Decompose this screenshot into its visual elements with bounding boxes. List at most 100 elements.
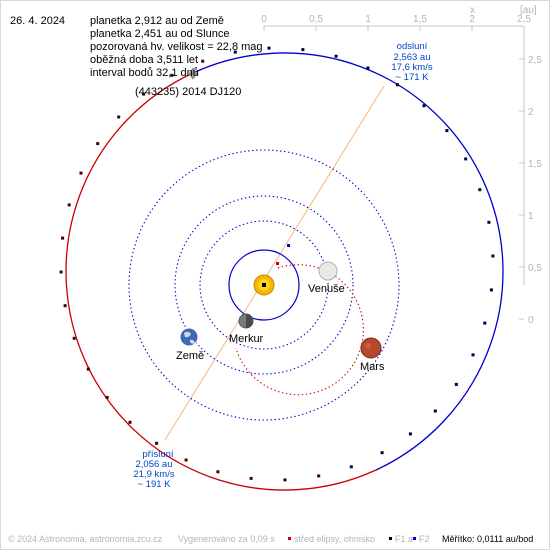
earth-land — [184, 331, 195, 344]
orbit-point-marker — [79, 171, 83, 175]
perihelion-title: přísluní — [142, 449, 174, 460]
orbit-point-marker — [445, 129, 449, 133]
orbit-point-marker — [454, 382, 458, 386]
mars-label: Mars — [360, 361, 385, 373]
orbit-point-marker — [489, 288, 493, 292]
top-axis-tick-label: 1 — [365, 14, 371, 25]
right-axis-tick-label: 0 — [528, 315, 534, 326]
mercury-shade — [246, 314, 253, 328]
sun-focus-marker — [262, 283, 266, 287]
footer: © 2024 Astronomia, astronomia.zcu.cz Vyg… — [8, 534, 533, 544]
orbit-point-marker — [96, 142, 100, 146]
orbit-point-marker — [86, 367, 90, 371]
orbit-point-marker — [380, 451, 384, 455]
orbit-point-marker — [142, 92, 146, 96]
orbit-point-marker — [334, 54, 338, 58]
mars-body — [360, 337, 382, 359]
orbit-point-marker — [491, 254, 495, 258]
apsis-line — [164, 85, 385, 441]
earth-body — [179, 327, 199, 347]
orbit-point-marker — [59, 270, 63, 274]
mercury-body — [238, 313, 254, 329]
orbit-point-marker — [233, 50, 237, 54]
aphelion-label: odsluní 2,563 au 17,6 km/s ~ 171 K — [391, 41, 432, 83]
orbit-point-marker — [366, 66, 370, 70]
right-axis-tick-label: 0,5 — [528, 263, 542, 274]
orbit-point-marker — [201, 59, 205, 63]
right-axis-tick-label: 2,5 — [528, 55, 542, 66]
mars-orbit-near-part — [235, 264, 364, 396]
legend-f1-swatch — [389, 537, 392, 540]
perihelion-temp: ~ 191 K — [137, 479, 171, 490]
info-line: planetka 2,451 au od Slunce — [90, 28, 229, 40]
venus-label: Venuše — [308, 283, 345, 295]
mars-spot — [365, 343, 371, 349]
right-axis-tick-label: 1,5 — [528, 159, 542, 170]
aphelion-title: odsluní — [397, 41, 428, 52]
earth-orbit — [174, 195, 354, 375]
perihelion-distance: 2,056 au — [136, 459, 173, 470]
venus-body — [318, 261, 338, 281]
aphelion-speed: 17,6 km/s — [391, 62, 432, 73]
legend-f2-label: F2 — [419, 534, 430, 544]
orbit-point-marker — [105, 395, 109, 399]
aphelion-temp: ~ 171 K — [395, 72, 429, 83]
top-axis-tick-label: 0,5 — [309, 14, 323, 25]
aphelion-distance: 2,563 au — [394, 52, 431, 63]
mercury-orbit — [228, 249, 300, 321]
top-axis-tick-label: 1,5 — [413, 14, 427, 25]
orbit-point-marker — [471, 353, 475, 357]
scale-label: Měřítko: 0,0111 au/bod — [442, 534, 533, 544]
info-line: pozorovaná hv. velikost = 22,8 mag — [90, 41, 263, 53]
copyright-label: © 2024 Astronomia, astronomia.zcu.cz — [8, 534, 163, 544]
orbit-point-marker — [422, 104, 426, 108]
info-block: planetka 2,912 au od Země planetka 2,451… — [90, 15, 263, 79]
orbit-point-marker — [483, 321, 487, 325]
info-line: interval bodů 32,1 dnů — [90, 67, 199, 79]
perihelion-speed: 21,9 km/s — [133, 469, 174, 480]
x-axis-label: x — [470, 5, 475, 16]
orbit-point-marker — [395, 83, 399, 87]
orbit-point-marker — [317, 474, 321, 478]
legend-f2-swatch — [413, 537, 416, 540]
info-line: oběžná doba 3,511 let — [90, 54, 198, 66]
asteroid-orbit-near — [65, 72, 377, 491]
asteroid-orbit-far — [192, 52, 504, 471]
asteroid-orbit — [65, 52, 504, 491]
legend-center-label: střed elipsy, ohnisko — [294, 534, 375, 544]
orbit-point-marker — [301, 48, 305, 52]
orbit-point-marker — [478, 188, 482, 192]
orbit-point-marker — [349, 465, 353, 469]
orbit-point-marker — [117, 115, 121, 119]
top-axis-tick-label: 0 — [261, 14, 267, 25]
orbit-point-marker — [61, 236, 65, 240]
right-axis-tick-label: 2 — [528, 107, 534, 118]
orbit-point-marker — [184, 458, 188, 462]
orbit-point-marker — [216, 470, 220, 474]
orbit-point-marker — [249, 476, 253, 480]
orbit-point-marker — [487, 220, 491, 224]
date-label: 26. 4. 2024 — [10, 15, 65, 27]
axes — [264, 25, 525, 285]
orbit-point-marker — [283, 478, 287, 482]
orbit-point-marker — [170, 73, 174, 77]
orbit-point-marker — [72, 336, 76, 340]
unit-label: [au] — [520, 5, 537, 16]
planet-orbits — [128, 149, 400, 421]
orbit-point-marker — [408, 432, 412, 436]
orbit-point-marker — [67, 203, 71, 207]
mercury-label: Merkur — [229, 333, 264, 345]
earth-disc — [179, 327, 199, 347]
info-line: planetka 2,912 au od Země — [90, 15, 224, 27]
mars-orbit — [128, 149, 400, 421]
focus-f2-marker — [287, 244, 290, 247]
venus-orbit — [199, 220, 329, 350]
orbit-point-marker — [267, 46, 271, 50]
orbit-point-marker — [433, 409, 437, 413]
top-axis-tick-label: 2 — [469, 14, 475, 25]
top-axis-tick-label: 2,5 — [517, 14, 531, 25]
object-name-label: (443235) 2014 DJ120 — [135, 86, 241, 98]
